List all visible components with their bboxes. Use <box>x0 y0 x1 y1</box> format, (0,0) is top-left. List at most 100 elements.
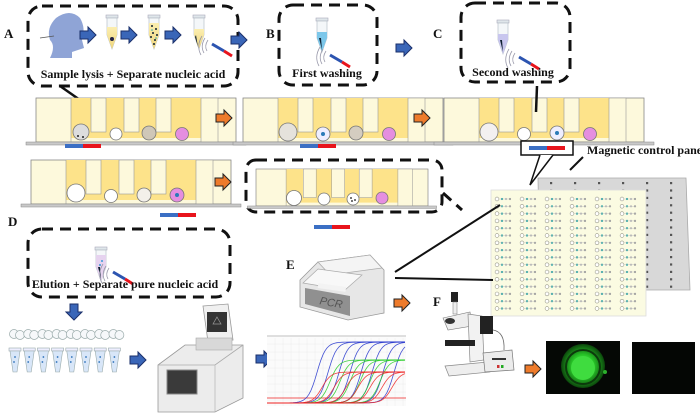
chip-unit <box>569 277 587 282</box>
callout-line <box>569 156 584 171</box>
pcr-tube <box>22 329 40 373</box>
chip-unit <box>544 269 562 275</box>
panel-d-frame <box>26 227 232 299</box>
chip-unit <box>519 211 537 216</box>
chip-unit <box>544 211 562 216</box>
chip-unit <box>569 299 587 304</box>
chip-highlight-frame <box>244 158 444 214</box>
magnet-dot <box>670 270 673 273</box>
panel-b-caption: First washing <box>292 66 362 80</box>
chip-unit <box>494 196 512 202</box>
eppendorf-tube-icon <box>192 14 206 50</box>
chip-unit <box>494 247 512 253</box>
panel-letter-d: D <box>8 214 17 229</box>
magnet-dot <box>646 285 649 288</box>
chip-unit <box>519 277 537 282</box>
chip-unit <box>569 284 587 289</box>
magnet-dot <box>670 219 673 222</box>
pcr-tube <box>51 329 68 373</box>
arrow-right-blue-icon <box>395 39 413 57</box>
chip-unit <box>619 204 637 209</box>
eppendorf-tube-icon <box>105 14 119 50</box>
chip-unit <box>544 277 562 282</box>
panel-letter-c: C <box>433 26 442 41</box>
chip-unit <box>494 299 512 304</box>
magnet-dot <box>670 189 673 192</box>
chip-unit <box>544 247 562 253</box>
chip-unit <box>619 277 637 282</box>
panel-b-frame <box>277 3 379 87</box>
chip-unit <box>619 247 637 253</box>
magnetic-control-panel-label: Magnetic control panel <box>587 143 700 157</box>
chip-unit <box>594 269 612 275</box>
chip-unit <box>594 240 612 246</box>
bar-magnet-icon <box>197 34 234 58</box>
magnet-dot <box>646 270 649 273</box>
chip-unit <box>544 233 562 238</box>
panel-letter-e: E <box>286 257 295 272</box>
chip-unit <box>494 211 512 216</box>
magnet-dot <box>670 226 673 229</box>
magnet-dot <box>598 182 601 185</box>
pcr-tube <box>79 329 96 373</box>
magnet-dot <box>646 204 649 207</box>
chip-unit <box>619 218 637 224</box>
magnet-dot <box>646 248 649 251</box>
chip-unit <box>519 262 537 267</box>
magnet-dot <box>670 204 673 207</box>
fluorescence-image-negative <box>632 342 695 394</box>
panel-letter-b: B <box>266 26 275 41</box>
arrow-down-blue-icon <box>65 303 83 321</box>
chip-unit <box>594 218 612 224</box>
magnet-dot <box>670 182 673 185</box>
eppendorf-tube-icon <box>315 17 329 53</box>
bar-magnet-icon <box>300 144 336 148</box>
chip-unit <box>619 233 637 238</box>
chip-unit <box>544 306 562 311</box>
chip-unit <box>594 299 612 304</box>
eppendorf-tube-icon <box>94 246 108 282</box>
chip-unit <box>519 240 537 246</box>
chip-unit <box>569 247 587 253</box>
chip-unit <box>494 240 512 246</box>
chip-unit <box>569 204 587 209</box>
microfluidic-chip-array <box>490 189 647 317</box>
magnet-callout <box>520 140 574 186</box>
magnet-dot <box>646 189 649 192</box>
pcr-tube <box>93 329 111 373</box>
chip-unit <box>494 306 512 311</box>
chip-unit <box>494 226 512 231</box>
magnet-dot <box>646 219 649 222</box>
callout-line <box>394 277 494 281</box>
magnet-dot <box>670 278 673 281</box>
chip-unit <box>594 291 612 297</box>
chip-unit <box>519 284 537 289</box>
chip-unit <box>594 277 612 282</box>
chip-unit <box>519 233 537 238</box>
chip-unit <box>494 284 512 289</box>
chip-unit <box>594 284 612 289</box>
fluorescence-microscope-icon <box>442 292 515 377</box>
chip-unit <box>569 226 587 231</box>
chip-unit <box>544 218 562 224</box>
eppendorf-tube-icon <box>496 19 510 55</box>
callout-line <box>441 191 464 212</box>
chip-unit <box>619 240 637 246</box>
chip-unit <box>569 255 587 260</box>
callout-line <box>394 204 501 273</box>
chip-unit <box>519 291 537 297</box>
panel-letter-f: F <box>433 294 441 309</box>
chip-unit <box>594 306 612 311</box>
microfluidic-cartridge-e <box>246 168 438 209</box>
magnet-dot <box>670 248 673 251</box>
chip-unit <box>544 255 562 260</box>
magnet-dot <box>646 263 649 266</box>
arrow-right-blue-icon <box>230 31 248 49</box>
magnet-dot <box>646 278 649 281</box>
pcr-device-label: PCR <box>319 295 344 311</box>
chip-unit <box>594 233 612 238</box>
chip-unit <box>494 262 512 267</box>
chip-unit <box>569 233 587 238</box>
chip-unit <box>494 277 512 282</box>
magnet-dot <box>670 263 673 266</box>
